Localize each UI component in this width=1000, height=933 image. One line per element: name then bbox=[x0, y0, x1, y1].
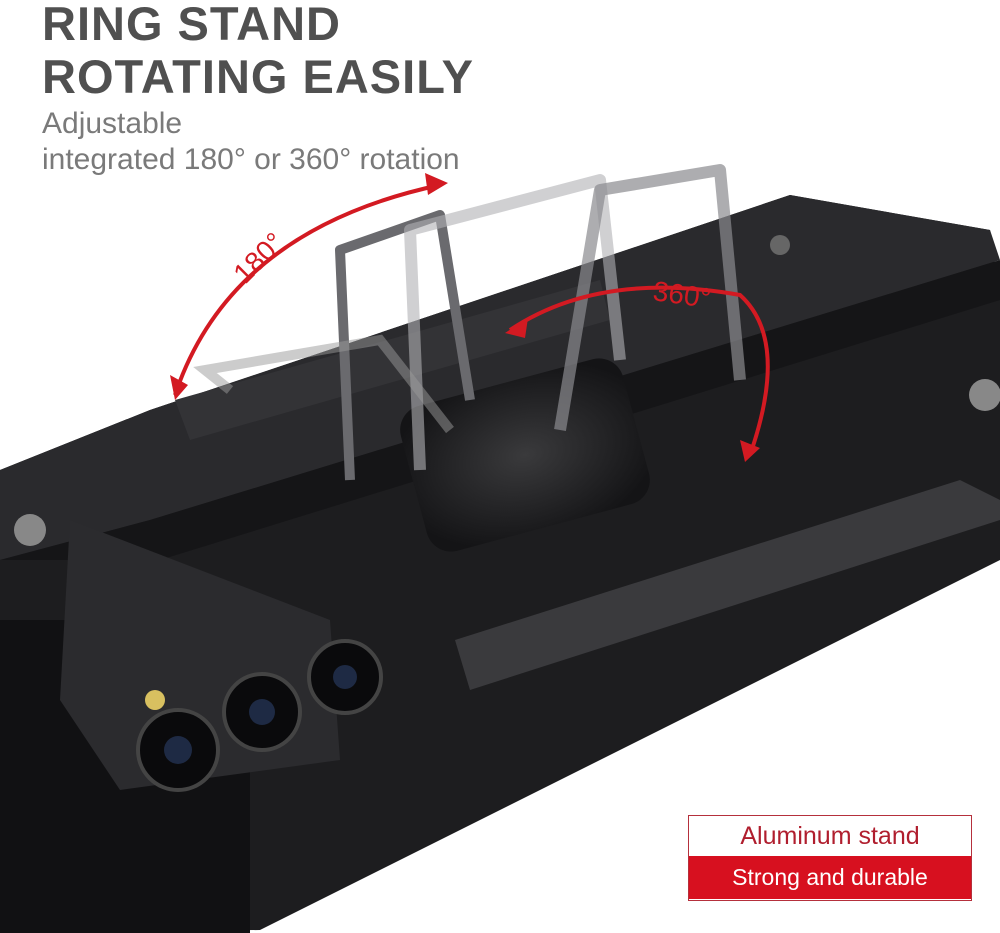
ring-stand bbox=[193, 164, 746, 552]
camera-module bbox=[136, 639, 383, 792]
screw-icons bbox=[14, 235, 1000, 546]
badge-bottom-text: Strong and durable bbox=[689, 856, 971, 899]
angle-180-label: 180° bbox=[227, 226, 290, 289]
subtitle-line-1: Adjustable bbox=[42, 107, 183, 140]
feature-badge: Aluminum stand Strong and durable bbox=[688, 815, 972, 901]
headline-line-1: RING STAND bbox=[42, 0, 341, 50]
headline-line-2: ROTATING EASILY bbox=[42, 50, 474, 103]
badge-top-text: Aluminum stand bbox=[689, 816, 971, 856]
subtitle-line-2: integrated 180° or 360° rotation bbox=[42, 143, 460, 176]
